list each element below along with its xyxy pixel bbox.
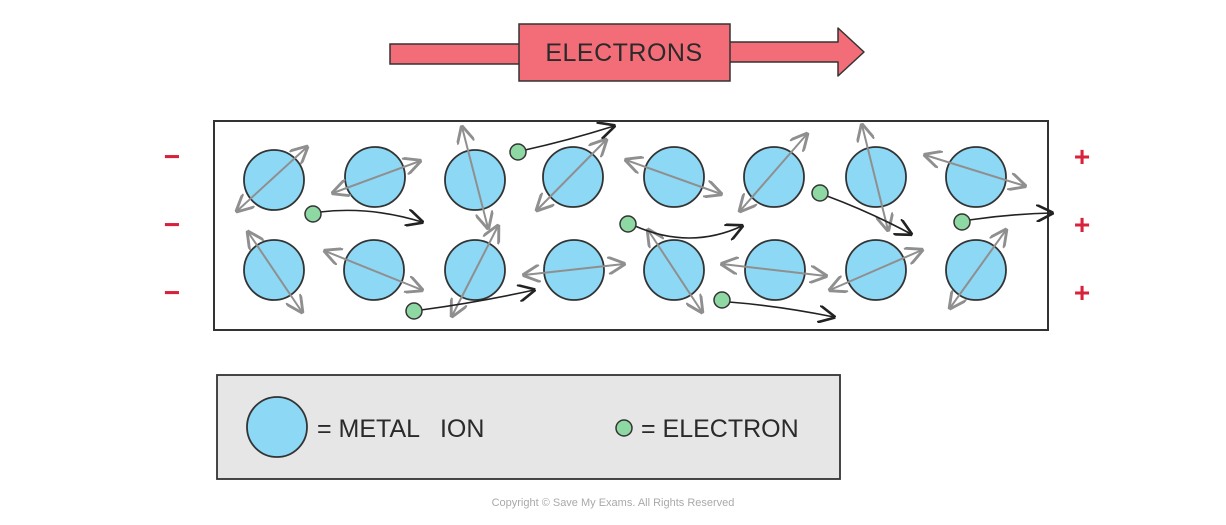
copyright-notice: Copyright © Save My Exams. All Rights Re… bbox=[491, 497, 735, 509]
electrons-arrow-box bbox=[518, 23, 731, 82]
legend-box bbox=[216, 374, 841, 480]
metal-ion bbox=[626, 146, 721, 208]
legend-electron-swatch bbox=[615, 419, 633, 437]
delocalised-electron bbox=[953, 213, 1052, 231]
positive-charge: + bbox=[1074, 209, 1090, 240]
metal-ion bbox=[830, 239, 922, 301]
delocalised-electron bbox=[619, 215, 742, 238]
metal-ion bbox=[444, 127, 506, 228]
legend-ion-swatch bbox=[246, 396, 308, 458]
metal-ion bbox=[643, 230, 705, 312]
negative-terminal: − − − bbox=[164, 141, 180, 308]
metal-ion bbox=[945, 230, 1006, 308]
metal-ion bbox=[537, 140, 606, 210]
delocalised-electron bbox=[811, 184, 911, 234]
legend: = METAL ION = ELECTRON bbox=[216, 374, 841, 480]
positive-charge: + bbox=[1074, 277, 1090, 308]
positive-charge: + bbox=[1074, 141, 1090, 172]
negative-charge: − bbox=[164, 209, 180, 240]
metal-ion bbox=[444, 226, 506, 316]
metal-ion bbox=[237, 147, 307, 211]
delocalised-electron bbox=[509, 126, 614, 161]
delocalised-electron bbox=[405, 290, 534, 320]
metal-ion bbox=[325, 239, 422, 301]
metal-ion bbox=[243, 232, 305, 312]
negative-charge: − bbox=[164, 277, 180, 308]
delocalised-electron bbox=[304, 205, 422, 222]
electron-flow-arrow: ELECTRONS bbox=[389, 23, 865, 82]
legend-ion-label: = METAL ION bbox=[317, 415, 484, 443]
electrons-arrow-label: ELECTRONS bbox=[545, 39, 702, 67]
delocalised-electron bbox=[713, 291, 834, 317]
metal-ion bbox=[333, 146, 420, 208]
metal-ion bbox=[845, 125, 907, 230]
negative-charge: − bbox=[164, 141, 180, 172]
positive-terminal: + + + bbox=[1074, 141, 1090, 308]
legend-electron-label: = ELECTRON bbox=[641, 415, 799, 443]
metal-ion bbox=[524, 239, 624, 301]
metal-ion bbox=[722, 239, 826, 301]
metal-ion bbox=[925, 146, 1025, 208]
metal-ion bbox=[740, 134, 807, 211]
